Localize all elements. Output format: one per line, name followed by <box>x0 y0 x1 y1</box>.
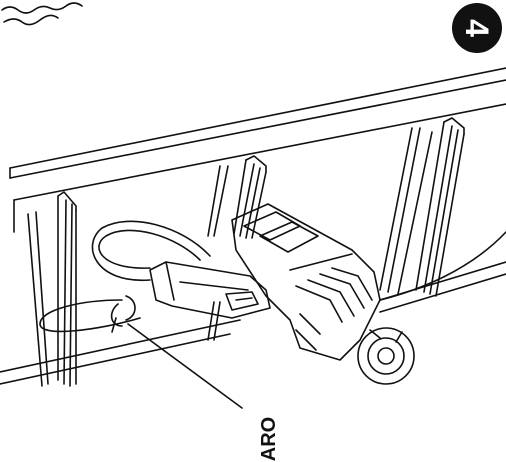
drill-chuck <box>357 327 415 385</box>
step-badge: 4 <box>452 3 502 53</box>
power-cable <box>39 220 506 333</box>
callout-label: ARO <box>258 416 280 462</box>
channel-post-middle <box>207 155 267 341</box>
step-number: 4 <box>459 19 495 37</box>
callout-leader-line <box>127 323 243 409</box>
cable-clip <box>110 295 136 333</box>
scribble-mark <box>1 2 83 26</box>
drill-handle <box>149 261 271 319</box>
channel-post-left <box>27 191 77 387</box>
back-frame <box>9 67 506 233</box>
drill-body <box>231 203 381 361</box>
channel-post-right <box>379 117 465 297</box>
